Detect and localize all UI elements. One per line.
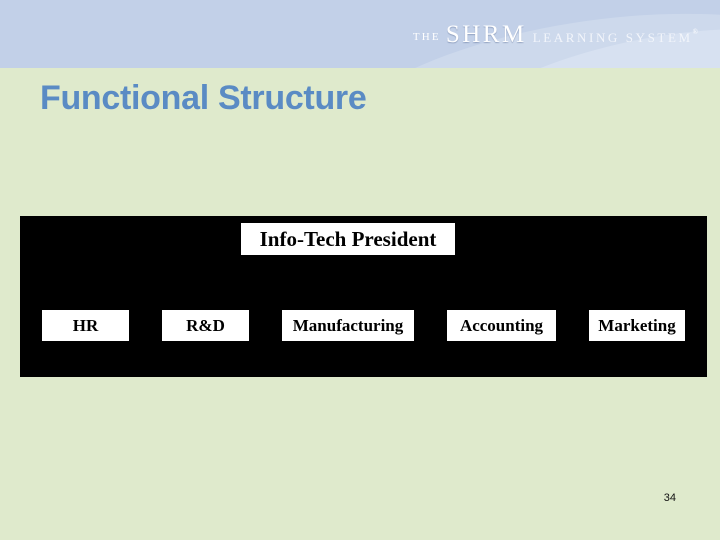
org-node-marketing: Marketing bbox=[588, 309, 686, 342]
logo-shrm-text: SHRM bbox=[445, 21, 527, 48]
org-node-president: Info-Tech President bbox=[240, 222, 456, 256]
page-title: Functional Structure bbox=[40, 79, 367, 117]
org-node-accounting: Accounting bbox=[446, 309, 557, 342]
header-band: THE SHRM LEARNING SYSTEM® bbox=[0, 0, 720, 68]
logo-learning-system-text: LEARNING SYSTEM bbox=[532, 30, 693, 45]
org-node-manufacturing: Manufacturing bbox=[281, 309, 415, 342]
org-node-hr: HR bbox=[41, 309, 130, 342]
logo-the-text: THE bbox=[412, 31, 441, 43]
shrm-learning-system-logo: THE SHRM LEARNING SYSTEM® bbox=[413, 22, 698, 47]
org-chart-diagram: Info-Tech President HR R&D Manufacturing… bbox=[20, 216, 707, 377]
slide-number: 34 bbox=[663, 492, 676, 504]
logo-trademark-symbol: ® bbox=[692, 28, 698, 36]
org-node-rd: R&D bbox=[161, 309, 250, 342]
